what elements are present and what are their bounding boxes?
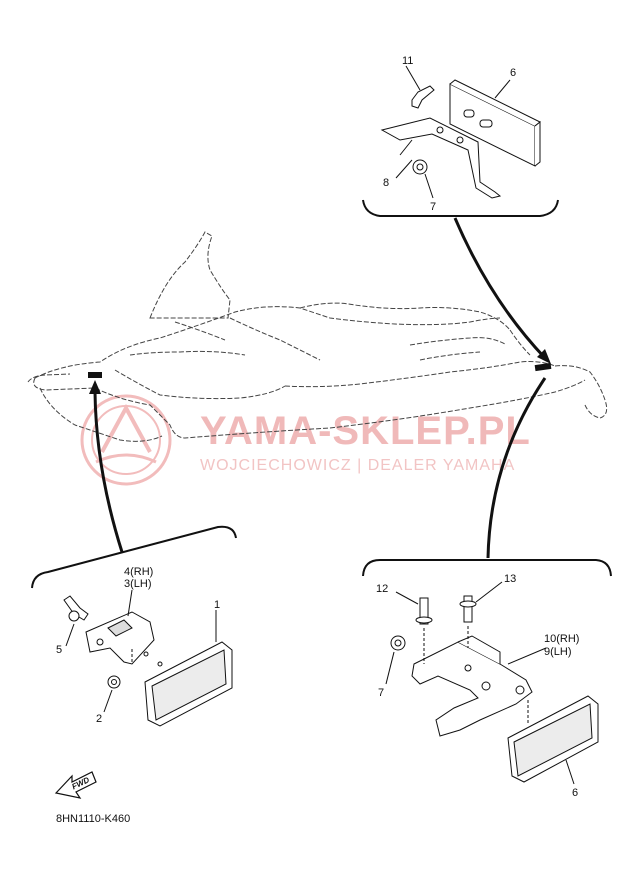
watermark-subtitle: WOJCIECHOWICZ | DEALER YAMAHA	[200, 457, 515, 474]
plate-part-6	[449, 83, 536, 167]
callout-10-rh: 10(RH)	[544, 633, 579, 645]
rivet-part-13	[463, 595, 473, 623]
rear-frame	[362, 559, 612, 577]
watermark-brand: YAMA-SKLEP.PL	[200, 409, 531, 453]
callout-5: 5	[56, 644, 62, 656]
callout-frames	[31, 199, 612, 589]
watermark: YAMA-SKLEP.PL WOJCIECHOWICZ | DEALER YAM…	[80, 394, 531, 486]
bracket-part-8	[380, 117, 502, 199]
diagram-code: 8HN1110-K460	[56, 813, 130, 825]
bracket-part-3-4	[85, 611, 155, 665]
callout-7-top: 7	[430, 201, 436, 213]
rear-reflector-marker	[534, 362, 552, 372]
leader-arrows	[93, 217, 547, 559]
front-leader-line	[93, 391, 124, 553]
callout-6-rear: 6	[572, 787, 578, 799]
bracket-part-9-10	[411, 641, 533, 737]
watermark-logo	[80, 394, 172, 486]
front-reflector-marker	[88, 372, 102, 378]
callout-4-rh: 4(RH)	[124, 566, 153, 578]
front-detail	[63, 589, 233, 727]
stud	[479, 119, 493, 128]
callout-13: 13	[504, 573, 516, 585]
callout-9-lh: 9(LH)	[544, 646, 572, 658]
top-detail	[380, 65, 541, 199]
top-leader-line	[453, 217, 547, 360]
callout-6-top: 6	[510, 67, 516, 79]
rivet-part-11	[411, 85, 435, 109]
arrow-heads	[89, 349, 551, 394]
rear-leader-line	[486, 377, 547, 559]
callout-7-rear: 7	[378, 687, 384, 699]
front-frame	[31, 525, 237, 589]
fwd-arrow-icon: FWD	[54, 771, 97, 799]
snowmobile-outline	[27, 231, 608, 442]
callout-12: 12	[376, 583, 388, 595]
callout-8: 8	[383, 177, 389, 189]
callout-3-lh: 3(LH)	[124, 578, 152, 590]
callout-11: 11	[402, 55, 413, 67]
top-frame	[362, 199, 559, 217]
rear-detail	[385, 581, 599, 785]
grommet-part-5	[68, 610, 80, 622]
callout-2: 2	[96, 713, 102, 725]
callout-1: 1	[214, 599, 220, 611]
